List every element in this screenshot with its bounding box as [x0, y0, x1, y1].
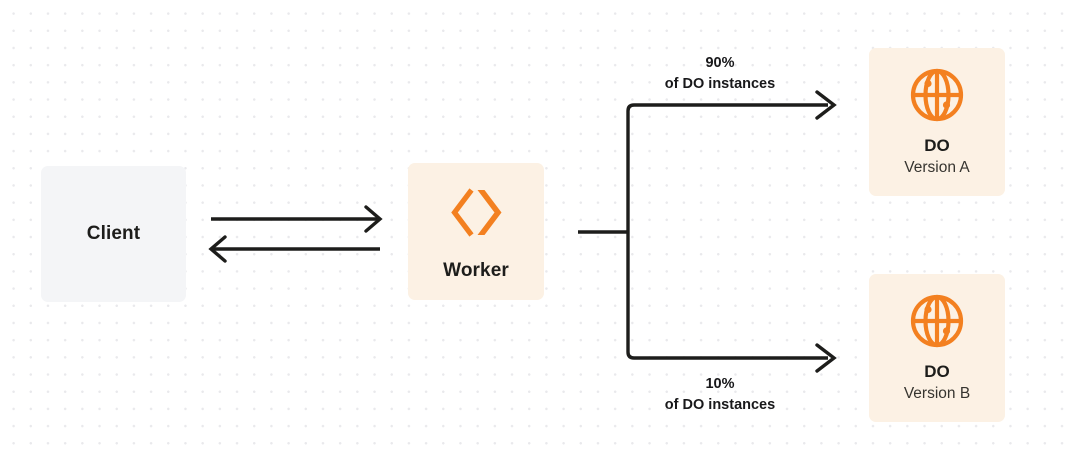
- cloudflare-workers-icon: [443, 181, 509, 247]
- edge-label-do-b-percent: 10%: [705, 376, 735, 392]
- edge-worker-to-do-a-arrowhead: [815, 90, 837, 120]
- edge-label-do-a-percent: 90%: [705, 55, 735, 71]
- edge-label-do-a: 90% of DO instances: [605, 53, 835, 94]
- node-do-version-b-title: DO: [924, 362, 950, 382]
- edge-worker-to-client: [208, 235, 380, 263]
- edge-label-do-a-caption: of DO instances: [664, 75, 776, 92]
- node-client[interactable]: Client: [41, 166, 186, 302]
- edge-label-do-b-caption: of DO instances: [664, 396, 776, 413]
- edge-client-to-worker: [211, 205, 383, 233]
- edge-fork-spine: [578, 103, 828, 360]
- edge-label-do-b: 10% of DO instances: [605, 374, 835, 415]
- edge-worker-to-do-b-arrowhead: [815, 343, 837, 373]
- node-do-version-b[interactable]: DO Version B: [869, 274, 1005, 422]
- node-do-version-b-subtitle: Version B: [903, 384, 971, 402]
- globe-icon: [908, 66, 966, 124]
- node-worker-label: Worker: [443, 260, 509, 282]
- node-do-version-a-title: DO: [924, 136, 950, 156]
- globe-icon: [908, 292, 966, 350]
- node-do-version-a[interactable]: DO Version A: [869, 48, 1005, 196]
- node-client-label: Client: [86, 222, 141, 244]
- node-worker[interactable]: Worker: [408, 163, 544, 300]
- node-do-version-a-subtitle: Version A: [904, 158, 970, 176]
